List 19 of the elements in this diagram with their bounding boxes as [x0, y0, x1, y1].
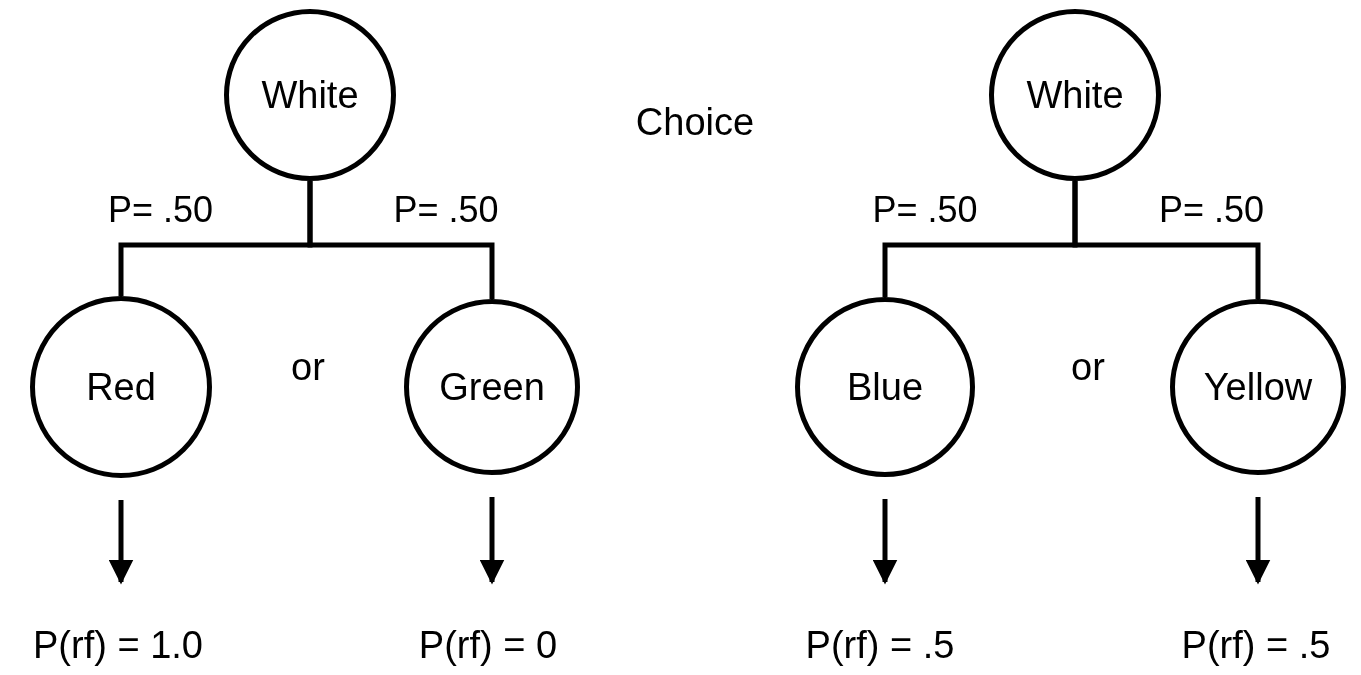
- connector-line: [307, 181, 495, 299]
- node-label: Red: [86, 365, 156, 409]
- arrow: [872, 499, 898, 585]
- arrow: [479, 497, 505, 585]
- node-label: Green: [439, 365, 545, 409]
- text-label: Choice: [635, 100, 755, 144]
- arrow: [108, 500, 134, 585]
- connector-line: [1072, 181, 1261, 299]
- node-label: White: [261, 73, 359, 117]
- node-label: P(rf) = 1.0: [33, 623, 203, 667]
- node-label: White: [1026, 73, 1124, 117]
- node-label: P(rf) = .5: [1181, 623, 1331, 667]
- node-label: Blue: [846, 365, 924, 409]
- node-label: P(rf) = .5: [805, 623, 955, 667]
- node-label: P(rf) = 0: [418, 623, 558, 667]
- node-label: Yellow: [1203, 365, 1313, 409]
- text-label: or: [1071, 345, 1105, 389]
- text-label: or: [291, 345, 325, 389]
- arrow: [1245, 497, 1271, 585]
